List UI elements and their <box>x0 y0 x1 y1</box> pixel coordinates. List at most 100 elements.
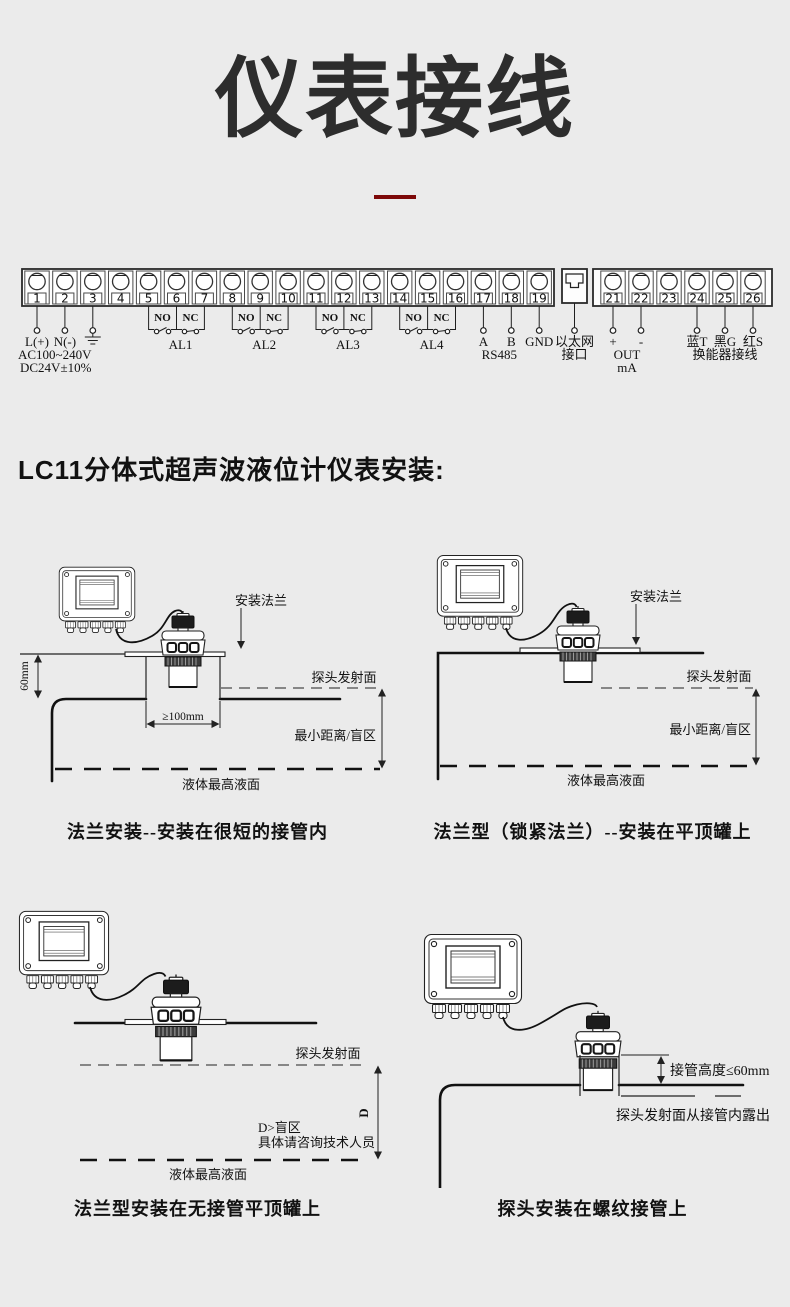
terminal-screw <box>83 272 102 290</box>
terminal-number: 26 <box>745 291 760 305</box>
terminal-screw <box>446 272 465 290</box>
terminal-number: 3 <box>89 291 97 305</box>
controller-box <box>424 934 521 1018</box>
terminal-screw <box>362 272 381 290</box>
wire-ethernet <box>571 326 578 334</box>
contact-blade <box>186 329 195 332</box>
terminal-screw <box>111 272 130 290</box>
probe-surface-label: 探头发射面 <box>295 1046 360 1061</box>
red-divider <box>374 194 416 199</box>
relay-name: AL4 <box>420 337 444 352</box>
diagram-3-svg: 探头发射面 D>盲区 具体请咨询技术人员 D 液体最高液面 <box>8 908 382 1182</box>
terminal-screw <box>418 272 437 290</box>
controller-box <box>19 911 108 988</box>
contact-blade <box>437 329 446 332</box>
diagram-threaded-nozzle: 接管高度≤60mm 探头发射面从接管内露出 探头安装在螺纹接管上 <box>395 908 790 1221</box>
diagram-locking-flange: 安装法兰 探头发射面 最小距离/盲区 液体最高液面 法兰型（锁紧法兰）--安装在… <box>395 541 790 844</box>
terminal-screw <box>502 272 521 290</box>
terminal-number: 14 <box>392 291 407 305</box>
diagram-3-caption: 法兰型安装在无接管平顶罐上 <box>74 1198 321 1219</box>
terminal-number: 6 <box>173 291 181 305</box>
terminal-screw <box>56 272 74 290</box>
terminal-number: 9 <box>256 291 264 305</box>
terminal-number: 19 <box>532 291 547 305</box>
terminal-number: 8 <box>228 291 236 305</box>
terminal-number: 23 <box>661 291 676 305</box>
contact-point <box>181 328 188 334</box>
flange-label: 安装法兰 <box>629 589 681 604</box>
diagram-2-svg: 安装法兰 探头发射面 最小距离/盲区 液体最高液面 <box>436 541 760 788</box>
terminal-number: 18 <box>504 291 519 305</box>
relay-name: AL2 <box>252 337 276 352</box>
relay-name: AL1 <box>169 337 193 352</box>
terminal-number: 16 <box>448 291 463 305</box>
probe-cable <box>88 971 166 1001</box>
terminal-number: 22 <box>633 291 648 305</box>
terminal-number: 15 <box>420 291 435 305</box>
nozzle-height-label: 接管高度≤60mm <box>670 1062 770 1079</box>
contact-blade <box>325 326 335 332</box>
relay-contact-frame <box>231 326 289 330</box>
relay-contact-frame <box>148 326 205 330</box>
probe-cable <box>504 602 577 641</box>
label-out-minus: - <box>639 334 643 349</box>
label-rs485-b: B <box>507 334 516 349</box>
dim-60mm-label: 60mm <box>19 661 31 690</box>
label-transducer: 换能器接线 <box>692 347 757 362</box>
terminal-screw <box>604 272 622 290</box>
contact-point <box>333 328 339 334</box>
relay-nc-label: NC <box>434 312 450 324</box>
contact-blade <box>353 329 362 332</box>
label-out: OUT <box>614 347 641 362</box>
min-distance-label: 最小距离/盲区 <box>669 722 751 737</box>
terminal-number: 1 <box>33 291 41 305</box>
terminal-screw <box>307 272 325 290</box>
probe-cable <box>501 1001 598 1031</box>
tank-outline <box>438 1083 744 1189</box>
terminal-screw <box>251 272 270 290</box>
terminal-screw <box>660 272 678 290</box>
wire-out-minus <box>637 326 645 334</box>
contact-point <box>277 328 283 334</box>
flange-label: 安装法兰 <box>234 593 286 608</box>
label-rs485: RS485 <box>482 347 517 362</box>
contact-point <box>444 328 451 334</box>
probe <box>149 972 202 1062</box>
terminal-screw <box>474 272 493 290</box>
diagram-2-caption: 法兰型（锁紧法兰）--安装在平顶罐上 <box>433 821 752 842</box>
relay-no-label: NO <box>322 312 339 324</box>
max-liquid-level-label: 液体最高液面 <box>168 1167 246 1182</box>
relay-nc-label: NC <box>266 312 282 324</box>
diagram-1-caption: 法兰安装--安装在很短的接管内 <box>67 821 328 842</box>
terminal-screw <box>688 272 706 290</box>
terminal-screw <box>530 272 549 290</box>
diagram-4-svg: 接管高度≤60mm 探头发射面从接管内露出 <box>403 908 770 1189</box>
contact-point <box>321 328 327 334</box>
label-voltage-tolerance: DC24V±10% <box>20 360 92 375</box>
wire-earth <box>89 326 97 334</box>
terminal-number: 5 <box>145 291 153 305</box>
consult-label: 具体请咨询技术人员 <box>258 1135 375 1150</box>
terminal-number: 10 <box>280 291 295 305</box>
terminal-number: 4 <box>117 291 125 305</box>
terminal-screw <box>390 272 409 290</box>
wire-transducer-blue <box>693 326 701 334</box>
terminal-screw <box>335 272 353 290</box>
contact-point <box>249 328 256 334</box>
terminal-screw <box>716 272 734 290</box>
terminal-screw <box>167 272 186 290</box>
label-voltage-range: AC100~240V <box>18 347 92 362</box>
terminal-number: 12 <box>336 291 351 305</box>
terminal-screw <box>632 272 650 290</box>
terminal-screw <box>139 272 158 290</box>
diagram-flange-short-nozzle: 60mm 安装法兰 探头发射面 ≥100mm 最小距离/盲区 液体最高液面 法兰… <box>0 541 395 844</box>
relay-no-label: NO <box>405 312 422 324</box>
contact-blade <box>242 326 251 332</box>
label-ethernet-2: 接口 <box>561 347 587 362</box>
terminal-screw <box>223 272 242 290</box>
contact-point <box>165 328 172 334</box>
contact-point <box>432 328 439 334</box>
terminal-number: 11 <box>308 291 323 305</box>
